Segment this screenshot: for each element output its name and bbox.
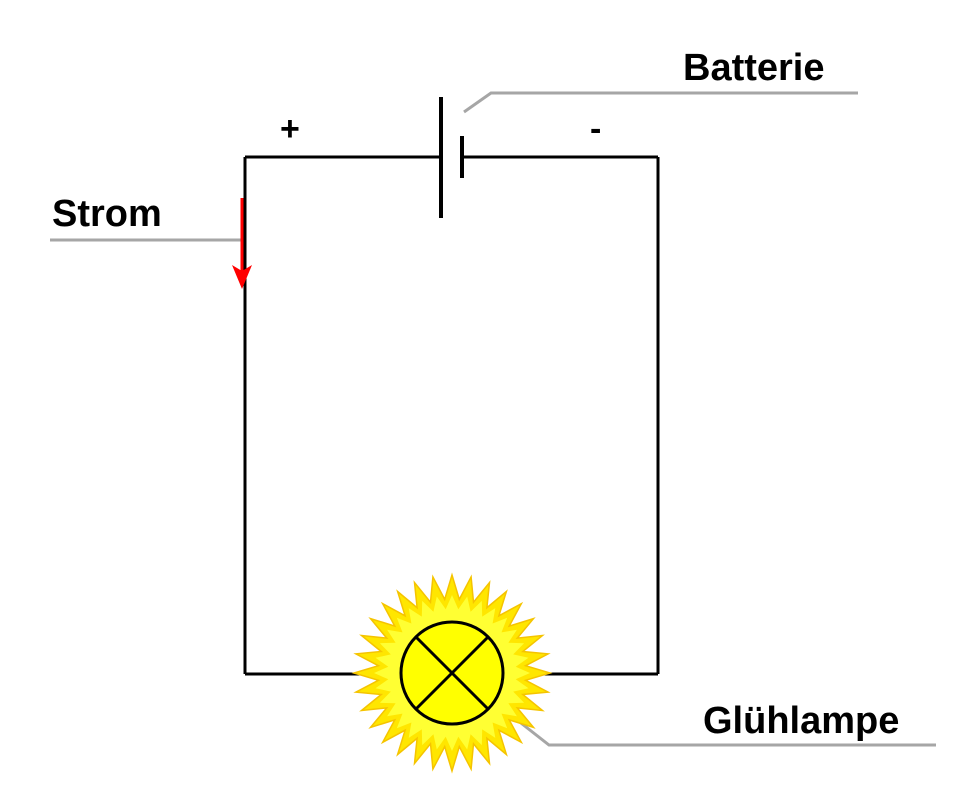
battery-symbol-icon [439,97,464,218]
lamp-symbol-icon [399,620,505,726]
lamp-leader-line [511,714,936,747]
current-arrow-down-icon [232,198,252,289]
minus-sign-label: - [590,110,601,148]
plus-sign-label: + [280,110,300,148]
lamp-cross-b [414,635,490,711]
lamp-label: Glühlampe [703,700,899,742]
current-label: Strom [52,193,162,235]
battery-leader-line [463,91,858,114]
battery-label: Batterie [683,47,825,89]
leader-lines [50,91,936,747]
current-arrow-head [232,265,252,289]
